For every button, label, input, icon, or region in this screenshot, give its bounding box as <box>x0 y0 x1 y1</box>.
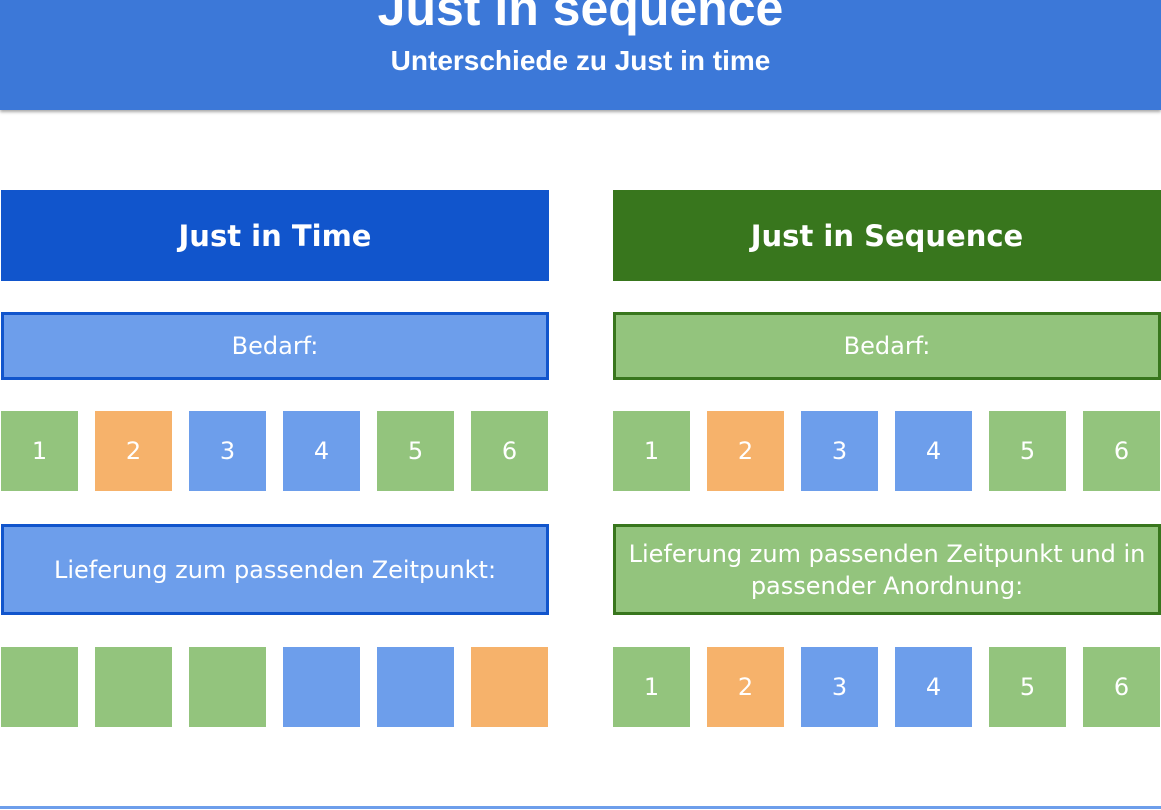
jis-demand-square: 3 <box>801 411 878 491</box>
page-subtitle: Unterschiede zu Just in time <box>390 45 771 76</box>
jis-demand-label: Bedarf: <box>613 312 1161 380</box>
header-banner: Just in sequence Unterschiede zu Just in… <box>0 0 1161 110</box>
jis-demand-square: 5 <box>989 411 1066 491</box>
jit-title: Just in Time <box>1 190 549 281</box>
jit-delivery-row <box>1 647 549 727</box>
jit-demand-square: 6 <box>471 411 548 491</box>
jit-delivery-square <box>377 647 454 727</box>
jis-delivery-square: 2 <box>707 647 784 727</box>
jit-demand-square: 3 <box>189 411 266 491</box>
jis-demand-square: 2 <box>707 411 784 491</box>
jis-delivery-square: 1 <box>613 647 690 727</box>
jis-delivery-label: Lieferung zum passenden Zeitpunkt und in… <box>613 524 1161 615</box>
jit-delivery-square <box>189 647 266 727</box>
jis-demand-square: 4 <box>895 411 972 491</box>
jit-demand-square: 5 <box>377 411 454 491</box>
jis-delivery-square: 4 <box>895 647 972 727</box>
jit-delivery-square <box>283 647 360 727</box>
jis-demand-square: 1 <box>613 411 690 491</box>
jit-demand-square: 4 <box>283 411 360 491</box>
jit-demand-square: 1 <box>1 411 78 491</box>
jis-delivery-square: 6 <box>1083 647 1160 727</box>
jis-title: Just in Sequence <box>613 190 1161 281</box>
jit-delivery-label: Lieferung zum passenden Zeitpunkt: <box>1 524 549 615</box>
jit-delivery-square <box>95 647 172 727</box>
bottom-divider <box>0 806 1161 809</box>
jit-delivery-square <box>471 647 548 727</box>
page-title: Just in sequence <box>377 0 784 36</box>
jit-demand-label: Bedarf: <box>1 312 549 380</box>
jis-demand-square: 6 <box>1083 411 1160 491</box>
jit-delivery-square <box>1 647 78 727</box>
jit-demand-square: 2 <box>95 411 172 491</box>
jis-delivery-square: 5 <box>989 647 1066 727</box>
jis-delivery-square: 3 <box>801 647 878 727</box>
